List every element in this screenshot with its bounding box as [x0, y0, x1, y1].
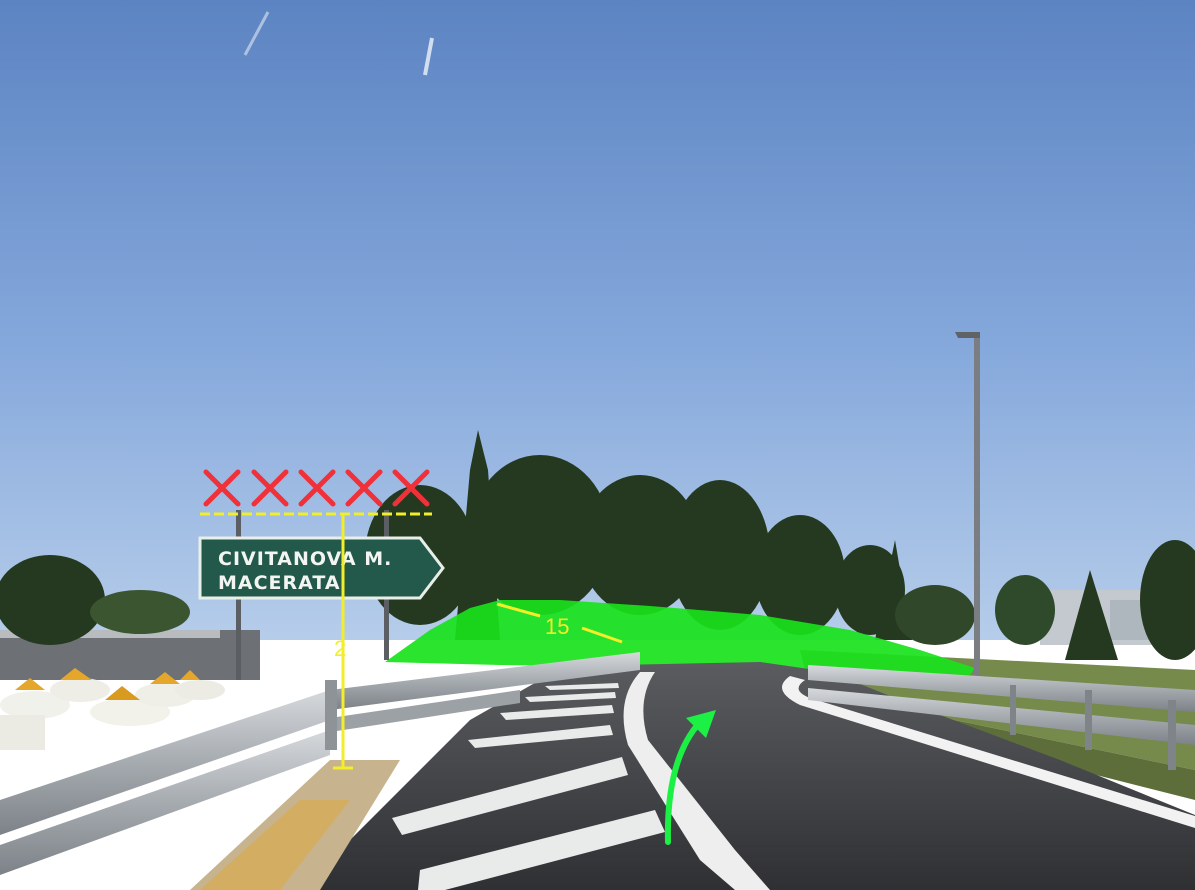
- sign-line-2: MACERATA: [218, 572, 341, 594]
- height-measurement: [200, 512, 432, 770]
- red-cross-row: [203, 469, 430, 507]
- tree-line: [0, 430, 1195, 660]
- red-cross: [203, 469, 241, 507]
- red-cross: [298, 469, 336, 507]
- edge-line: [782, 676, 1195, 828]
- length-measurement: [496, 602, 623, 644]
- left-guardrail: [0, 652, 640, 875]
- road: [300, 662, 1195, 890]
- embankment-highlight: [385, 600, 975, 675]
- sign-line-1: CIVITANOVA M.: [218, 548, 392, 570]
- direction-arrow: [664, 710, 716, 845]
- red-cross: [251, 469, 289, 507]
- right-guardrail: [808, 665, 1195, 770]
- height-label: 2: [334, 636, 346, 661]
- jersey-barriers: [0, 668, 225, 750]
- windshield-reflection: [243, 11, 270, 56]
- red-cross: [392, 469, 430, 507]
- red-cross: [345, 469, 383, 507]
- direction-sign: CIVITANOVA M. MACERATA: [198, 536, 445, 600]
- lane-line: [623, 672, 770, 890]
- length-label: 15: [545, 614, 569, 639]
- road-hatching: [392, 683, 665, 890]
- street-lamp: [955, 332, 980, 680]
